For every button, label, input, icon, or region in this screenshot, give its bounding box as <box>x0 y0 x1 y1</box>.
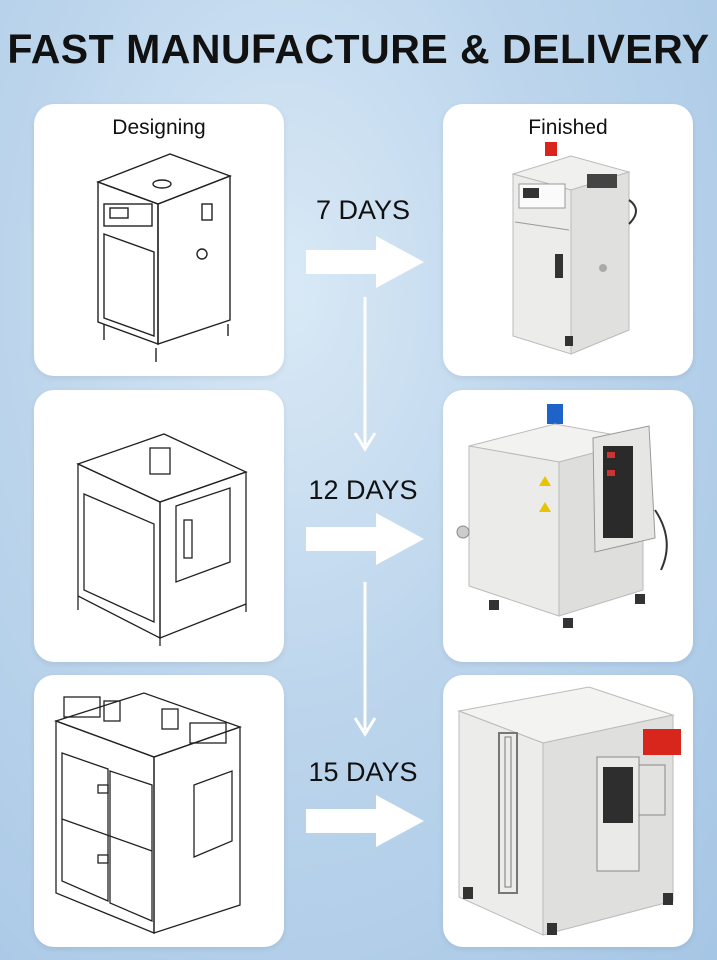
blower-motor-icon <box>547 404 563 424</box>
design-card-medium-oven <box>34 390 284 662</box>
right-arrow-icon <box>306 795 424 847</box>
warning-light-icon <box>643 729 681 755</box>
finished-card-medium-oven <box>443 390 693 662</box>
down-arrow-icon-1 <box>353 297 377 452</box>
small-oven-drawing <box>96 153 232 362</box>
right-arrow-icon <box>306 236 424 288</box>
duration-label-12-days: 12 DAYS <box>308 475 418 505</box>
page-title: FAST MANUFACTURE & DELIVERY <box>7 26 710 72</box>
duration-label-7-days: 7 DAYS <box>315 195 411 225</box>
finished-label: Finished <box>528 116 608 139</box>
down-arrow-icon-2 <box>353 582 377 737</box>
finished-card-small-oven: Finished <box>443 104 693 376</box>
warning-beacon-icon <box>545 142 557 156</box>
medium-oven-photo <box>456 404 668 628</box>
design-card-large-oven <box>34 675 284 947</box>
large-oven-photo <box>457 686 681 936</box>
design-card-small-oven: Designing <box>34 104 284 376</box>
large-oven-drawing <box>53 692 242 934</box>
finished-card-large-oven <box>443 675 693 947</box>
duration-label-15-days: 15 DAYS <box>308 757 418 787</box>
right-arrow-icon <box>306 513 424 565</box>
designing-label: Designing <box>112 116 206 139</box>
medium-oven-drawing <box>76 433 248 646</box>
small-oven-photo <box>511 142 637 355</box>
